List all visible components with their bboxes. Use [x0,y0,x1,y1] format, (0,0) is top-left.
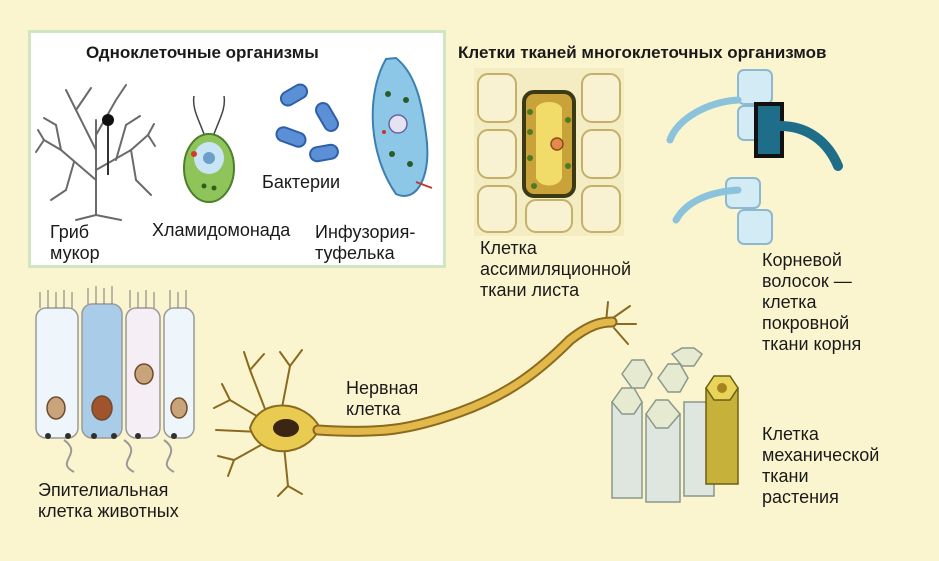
root-hair-illustration [666,69,843,245]
mucor-label: Гриб мукор [50,222,100,263]
chlamydomonas-illustration [183,95,235,203]
bacteria-illustration [275,83,339,163]
unicellular-heading: Одноклеточные организмы [86,43,319,62]
paramecium-illustration [371,56,433,197]
bacteria-label: Бактерии [262,172,341,192]
nerve-cell-illustration [213,301,637,497]
mechanical-label: Клетка механической ткани растения [762,424,880,507]
epithelial-cells-illustration [35,286,195,473]
paramecium-label: Инфузория- туфелька [315,222,416,263]
nerve-cell-label: Нервная клетка [346,378,419,419]
root-hair-label: Корневой волосок — клетка покровной ткан… [762,250,862,354]
mucor-fungus-illustration [35,84,156,221]
chlamydomonas-label: Хламидомонада [152,220,291,240]
leaf-cell-label: Клетка ассимиляционной ткани листа [480,238,632,300]
multicellular-heading: Клетки тканей многоклеточных организмов [458,43,827,62]
mechanical-tissue-illustration [611,347,739,503]
epithelial-label: Эпителиальная клетка животных [38,480,179,521]
leaf-tissue-illustration [474,68,624,236]
